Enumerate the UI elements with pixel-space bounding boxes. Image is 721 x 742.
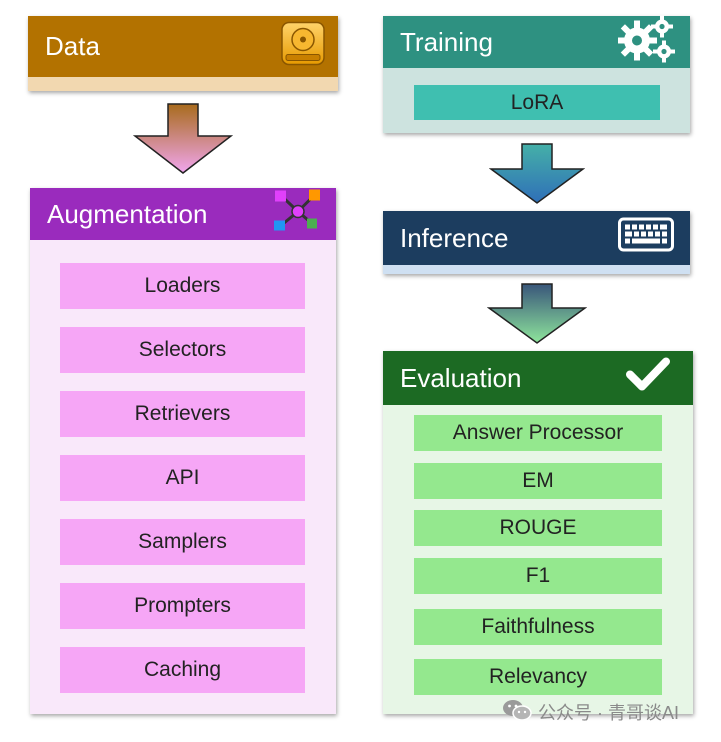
- item-f1: F1: [414, 558, 662, 594]
- training-panel: Training: [383, 15, 690, 133]
- item-retrievers: Retrievers: [60, 391, 305, 437]
- item-faithfulness: Faithfulness: [414, 609, 662, 645]
- training-header: Training: [383, 15, 690, 70]
- item-prompters: Prompters: [60, 583, 305, 629]
- network-nodes-icon: [274, 189, 322, 239]
- arrow-training-to-inference: [489, 143, 585, 204]
- augmentation-title: Augmentation: [47, 198, 208, 229]
- arrow-inference-to-evaluation: [487, 283, 587, 344]
- augmentation-panel: Augmentation Loaders Selectors Retriever…: [30, 188, 336, 714]
- item-api: API: [60, 455, 305, 501]
- inference-header: Inference: [383, 211, 690, 265]
- item-answer-processor: Answer Processor: [414, 415, 662, 451]
- inference-title: Inference: [400, 222, 509, 253]
- item-loaders: Loaders: [60, 263, 305, 309]
- training-title: Training: [400, 26, 493, 57]
- watermark-text: 公众号 · 青哥谈AI: [538, 703, 680, 723]
- data-title: Data: [45, 31, 100, 61]
- item-samplers: Samplers: [60, 519, 305, 565]
- inference-panel: Inference: [383, 211, 690, 274]
- item-em: EM: [414, 463, 662, 499]
- keyboard-icon: [618, 217, 674, 259]
- evaluation-header: Evaluation: [383, 351, 693, 405]
- arrow-data-to-augmentation: [133, 103, 233, 174]
- item-lora: LoRA: [414, 85, 660, 120]
- data-header: Data: [28, 16, 338, 77]
- gears-icon: [617, 15, 676, 70]
- item-caching: Caching: [60, 647, 305, 693]
- item-rouge: ROUGE: [414, 510, 662, 546]
- data-panel: Data: [28, 16, 338, 91]
- wechat-icon: [502, 698, 532, 727]
- disk-drive-icon: [280, 21, 326, 72]
- watermark: 公众号 · 青哥谈AI: [502, 699, 679, 725]
- item-selectors: Selectors: [60, 327, 305, 373]
- augmentation-header: Augmentation: [30, 188, 336, 240]
- evaluation-panel: Evaluation Answer Processor EM ROUGE F1 …: [383, 351, 693, 714]
- item-relevancy: Relevancy: [414, 659, 662, 695]
- evaluation-title: Evaluation: [400, 362, 522, 393]
- checkmark-icon: [625, 357, 671, 400]
